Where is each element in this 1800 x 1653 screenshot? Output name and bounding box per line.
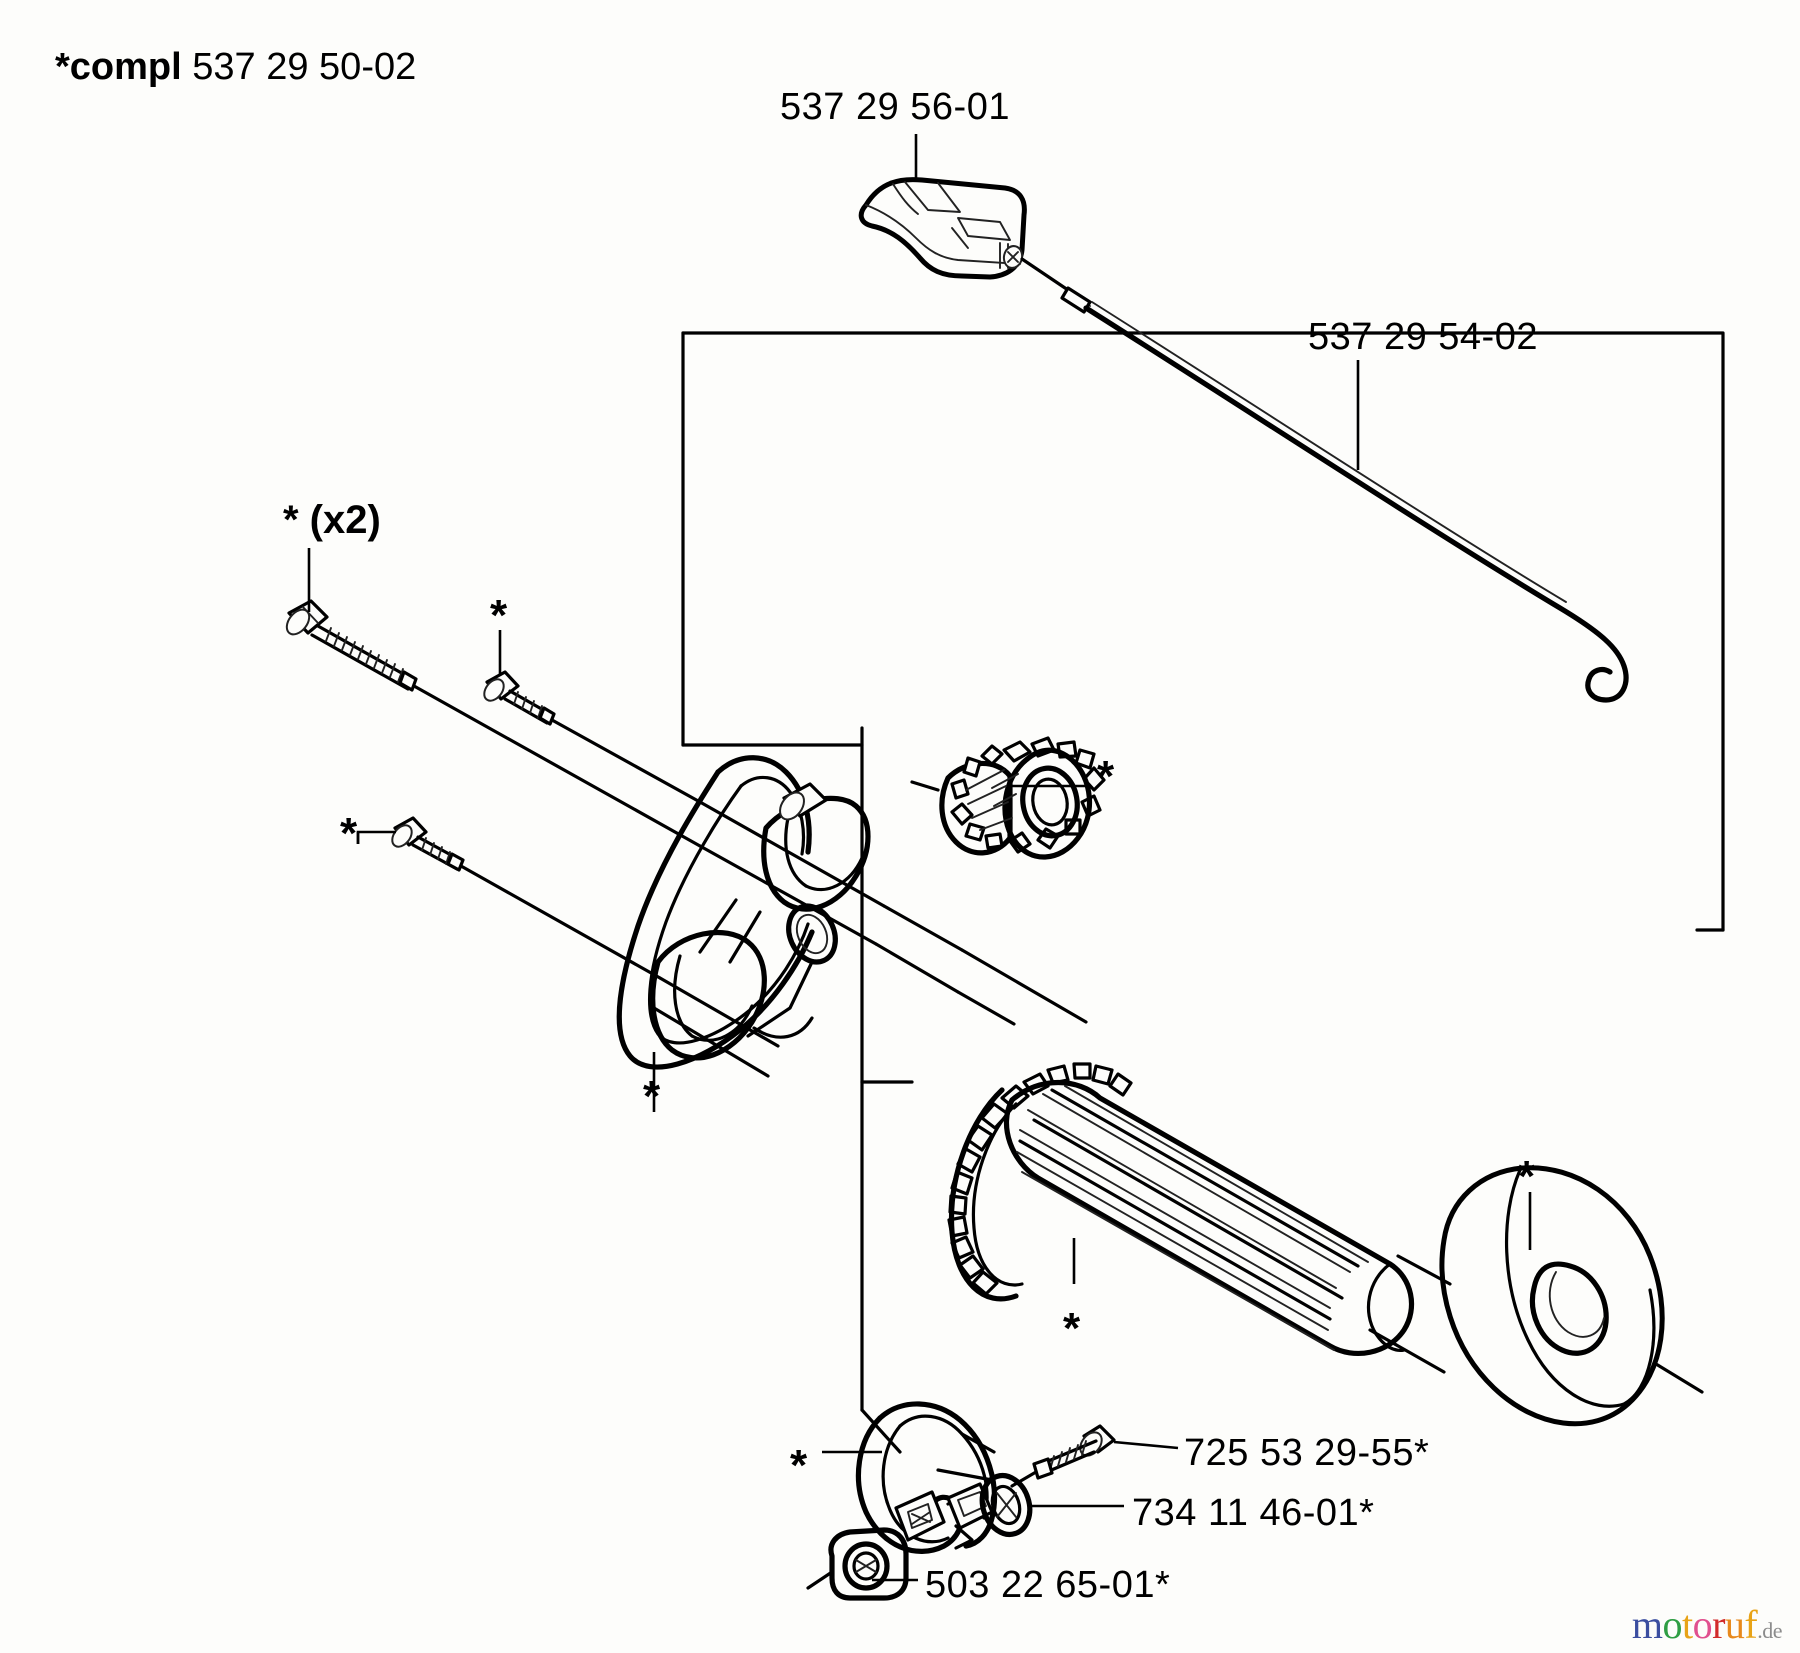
short-screw-upper-part: [483, 670, 702, 804]
clamp-nut-part: [806, 1527, 909, 1601]
clamp-ring-part: [855, 1401, 998, 1554]
long-screw-part: [285, 599, 702, 848]
watermark-letter-f: f: [1744, 1602, 1758, 1647]
part-label-throttle-cable: 537 29 54-02: [1308, 316, 1538, 358]
asterisk-marker-drive-gear: *: [1097, 752, 1115, 801]
asterisk-marker-handle-grip: *: [1063, 1304, 1081, 1353]
throttle-trigger-part: [858, 177, 1027, 280]
page-title-number: 537 29 50-02: [192, 46, 417, 88]
part-label-washer: 734 11 46-01*: [1132, 1492, 1375, 1534]
short-screw-lower-part: [391, 816, 662, 980]
watermark-letter-u: u: [1724, 1602, 1745, 1647]
watermark-letter-r: r: [1712, 1602, 1725, 1647]
drive-gear-part: [910, 736, 1106, 860]
asterisk-marker-clamp-ring: *: [790, 1441, 808, 1490]
page-title-prefix: *compl: [55, 46, 182, 88]
assembly-boundary-lines: [681, 331, 1725, 1454]
quantity-note: * (x2): [283, 498, 381, 542]
part-label-throttle-trigger: 537 29 56-01: [780, 86, 1010, 128]
asterisk-marker-handle-bracket: *: [643, 1072, 661, 1121]
handle-grip-part: [947, 948, 1415, 1356]
asterisk-marker-screw-lower-short: *: [340, 809, 358, 858]
page-title: *compl 537 29 50-02: [55, 48, 416, 86]
leader-lines: [307, 134, 1532, 1582]
handle-bracket-part: [616, 755, 964, 1078]
watermark-letter-o2: o: [1692, 1602, 1713, 1647]
watermark-suffix: .de: [1757, 1618, 1782, 1643]
asterisk-marker-end-cap: *: [1518, 1152, 1536, 1201]
part-label-clamp-screw: 725 53 29-55*: [1184, 1432, 1430, 1474]
throttle-cable-part: [1020, 257, 1629, 703]
end-cap-part: [1368, 1165, 1704, 1427]
part-label-nut: 503 22 65-01*: [925, 1564, 1171, 1606]
watermark-letter-t: t: [1681, 1602, 1693, 1647]
asterisk-marker-screw-upper-short: *: [490, 591, 508, 640]
clamp-washer-part: [979, 1472, 1033, 1538]
clamp-screw-part: [1010, 1424, 1116, 1488]
watermark-letter-o1: o: [1662, 1602, 1682, 1647]
watermark-letter-m: m: [1631, 1602, 1663, 1647]
watermark-motoruf: motoruf.de: [1631, 1602, 1783, 1647]
